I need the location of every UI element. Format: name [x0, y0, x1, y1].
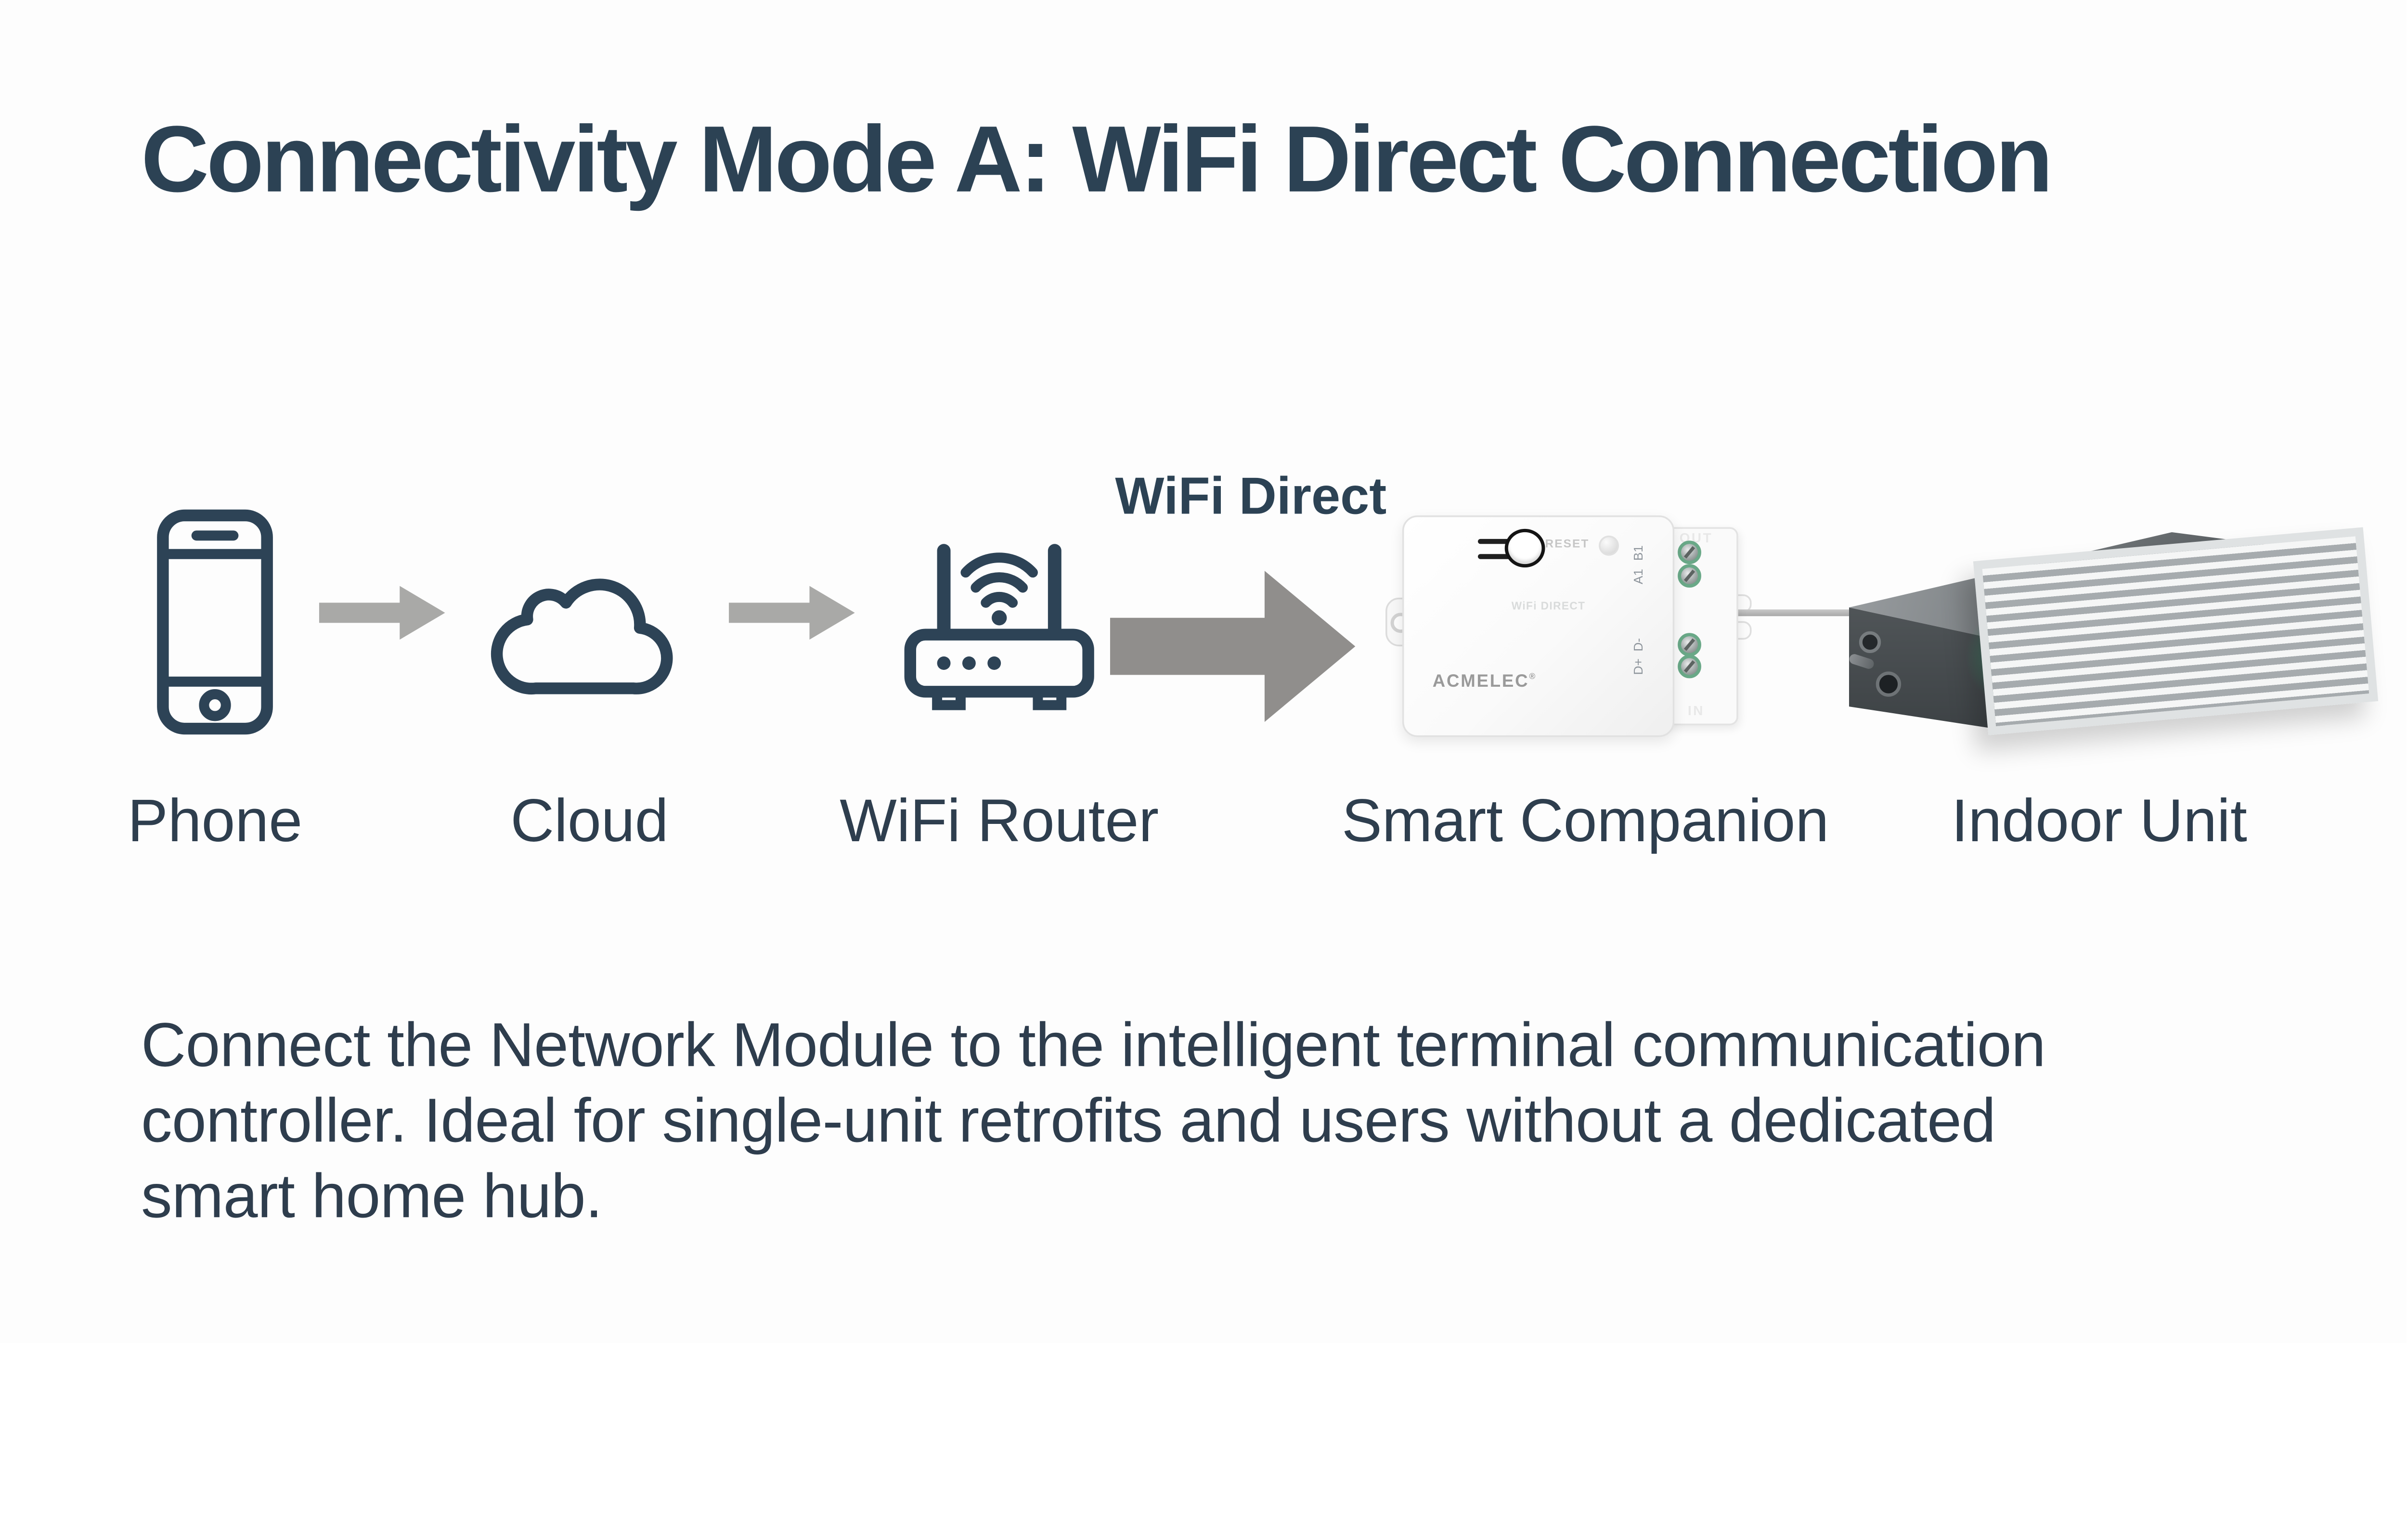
terminal-screw-a1: [1678, 564, 1701, 588]
indoor-unit-photo: [1848, 527, 2377, 735]
terminal-screw-d-plus: [1678, 654, 1701, 679]
smart-companion-photo: OUT IN RESET WiFi DIRECT ACMELEC® B1 A1 …: [1385, 515, 1752, 737]
refrigerant-pipe: [1859, 631, 1881, 654]
port-in-label: IN: [1688, 703, 1705, 719]
page-title: Connectivity Mode A: WiFi Direct Connect…: [141, 105, 2053, 212]
terminal-screw-d-minus: [1678, 633, 1701, 657]
node-label-smart-companion: Smart Companion: [1342, 785, 1829, 855]
switch-slot-line: [1477, 539, 1515, 543]
terminal-screw-b1: [1678, 540, 1701, 565]
node-label-cloud: Cloud: [510, 785, 669, 855]
node-label-phone: Phone: [127, 785, 303, 855]
registered-mark: ®: [1529, 672, 1537, 683]
wifi-router-icon: [904, 544, 1094, 710]
terminal-label-d-plus: D+: [1631, 658, 1646, 675]
companion-to-indoor-cable: [1734, 609, 1861, 616]
louver-grille: [1972, 527, 2377, 735]
arrow-router-to-companion-icon: [1110, 571, 1356, 722]
reset-label: RESET: [1545, 539, 1590, 551]
status-led: [1599, 535, 1619, 556]
phone-icon: [157, 509, 273, 735]
switch-slot-line: [1477, 554, 1515, 558]
terminal-label-a1: A1: [1631, 568, 1646, 584]
connectivity-diagram-slide: Connectivity Mode A: WiFi Direct Connect…: [0, 0, 2407, 1343]
node-label-indoor-unit: Indoor Unit: [1951, 785, 2247, 855]
refrigerant-pipe: [1875, 671, 1901, 696]
wifi-direct-logo: WiFi DIRECT: [1511, 601, 1586, 613]
switch-slot: [1504, 528, 1545, 568]
description-text: Connect the Network Module to the intell…: [141, 1011, 2046, 1231]
companion-body: RESET WiFi DIRECT ACMELEC®: [1402, 515, 1675, 737]
arrow-phone-to-cloud-icon: [319, 586, 445, 640]
wifi-direct-label: WiFi Direct: [1115, 466, 1387, 526]
arrow-cloud-to-router-icon: [729, 586, 855, 640]
node-label-wifi-router: WiFi Router: [840, 785, 1159, 855]
brand-label: ACMELEC®: [1432, 671, 1537, 692]
cloud-icon: [491, 578, 673, 695]
terminal-label-b1: B1: [1631, 544, 1646, 560]
